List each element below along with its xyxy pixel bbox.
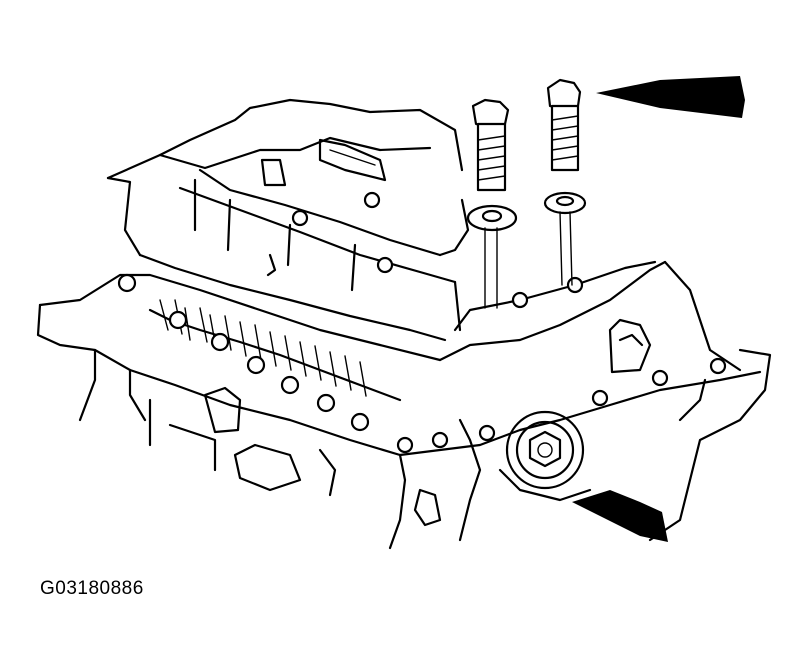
manifold-strip — [36, 273, 442, 497]
figure-id-label: G03180886 — [40, 578, 144, 599]
arrow-top-right — [596, 76, 745, 118]
drain-plug — [505, 410, 585, 490]
oil-pan — [291, 191, 772, 550]
bolt-left — [466, 98, 518, 309]
arrow-bottom-right — [572, 490, 668, 542]
engine-block — [106, 98, 470, 342]
bolt-right — [543, 78, 587, 286]
